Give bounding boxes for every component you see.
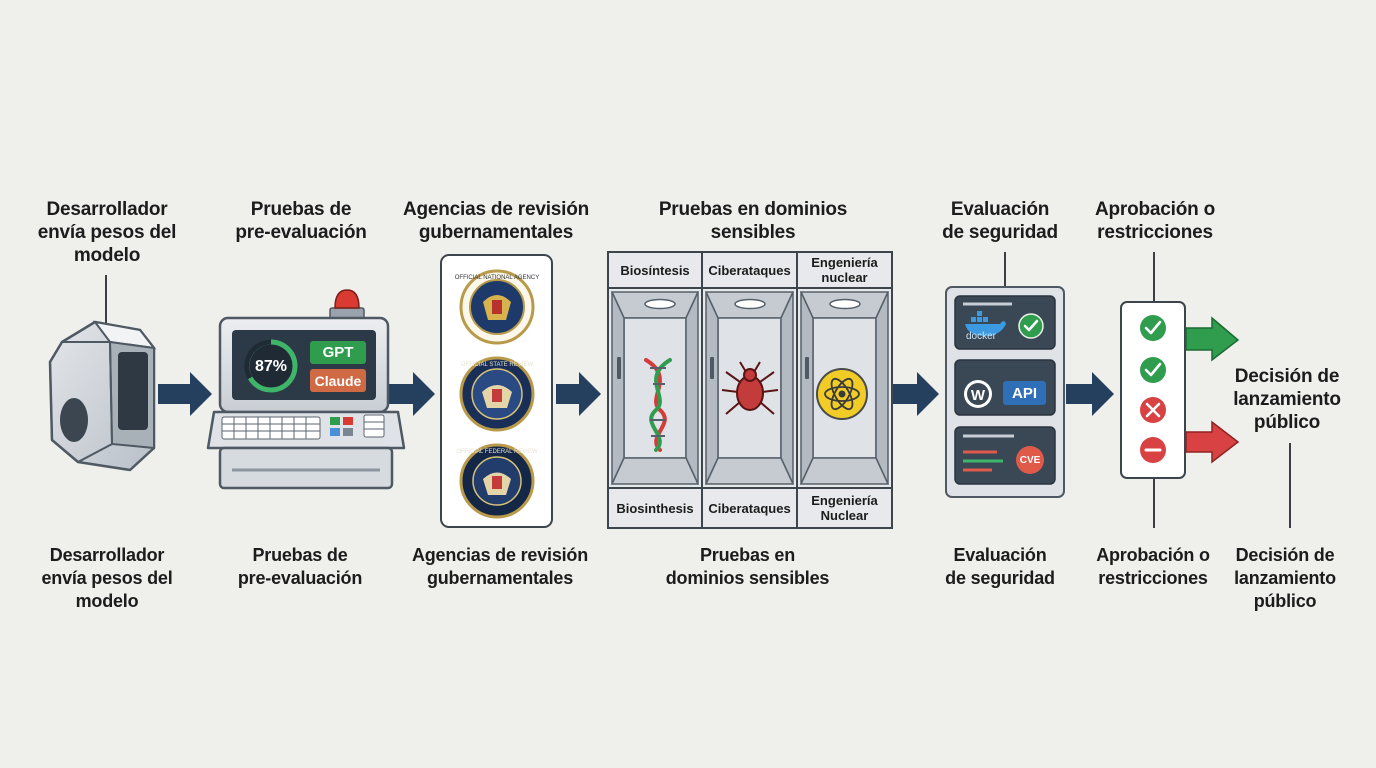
svg-text:W: W	[971, 387, 986, 404]
top-label-security: Evaluación de seguridad	[942, 199, 1058, 243]
bottom-label-pretests: Pruebas de pre-evaluación	[237, 545, 363, 588]
top-label-decision: Decisión de lanzamiento público	[1233, 366, 1341, 433]
bottom-label-agencies: Agencias de revisión gubernamentales	[411, 545, 589, 588]
domain-header-cyber: Ciberataques	[708, 262, 791, 278]
score-gauge-value: 87%	[254, 358, 288, 375]
agencies-panel: OFFICIAL NATIONAL AGENCY OFFICIAL STATE …	[440, 254, 553, 528]
arrow-1	[158, 372, 212, 416]
security-panel: W	[945, 286, 1065, 498]
chamber-cyber	[704, 291, 795, 485]
model-pill-gpt: GPT	[322, 344, 354, 361]
domain-footer-bio: Biosinthesis	[616, 500, 694, 516]
bug-icon	[721, 361, 779, 415]
seal-1-text: OFFICIAL NATIONAL AGENCY	[455, 275, 539, 281]
block-icon	[1140, 437, 1166, 463]
seal-3-text: OFFICIAL FEDERAL REVIEW	[456, 449, 538, 455]
seal-2-text: OFFICIAL STATE REVIEW	[461, 362, 534, 368]
agency-seal-icon: OFFICIAL NATIONAL AGENCY	[455, 269, 539, 345]
bottom-label-approval: Aprobación o restricciones	[1096, 545, 1210, 588]
bottom-label-decision: Decisión de lanzamiento público	[1234, 545, 1336, 611]
cve-badge: CVE	[1019, 454, 1041, 466]
wordpress-icon: W	[964, 380, 992, 408]
top-label-agencies: Agencias de revisión gubernamentales	[402, 199, 590, 243]
check-icon	[1140, 357, 1166, 383]
arrow-5	[1066, 372, 1114, 416]
domain-header-nuclear: Engeniería nuclear	[811, 255, 878, 285]
evaluation-terminal-icon	[206, 289, 406, 490]
api-badge: API	[1011, 384, 1037, 402]
docker-icon	[965, 311, 1006, 336]
bottom-label-developer: Desarrollador envía pesos del modelo	[41, 545, 173, 611]
approval-panel	[1120, 301, 1186, 479]
rejected-arrow	[1185, 420, 1240, 464]
domains-chambers	[607, 251, 893, 529]
flow-arrows	[158, 372, 1114, 416]
docker-label: docker	[965, 330, 996, 342]
atom-icon	[816, 368, 868, 420]
domain-header-bio: Biosíntesis	[620, 262, 690, 278]
server-device-icon	[48, 320, 157, 472]
bottom-label-domains: Pruebas en dominios sensibles	[665, 545, 830, 588]
cross-icon	[1140, 397, 1166, 423]
connector-lines	[105, 252, 1291, 528]
domain-footer-nuclear: Engeniería Nuclear	[811, 493, 878, 523]
approved-arrow	[1185, 316, 1240, 362]
domain-footer-cyber: Ciberataques	[708, 500, 791, 516]
arrow-3	[556, 372, 601, 416]
dna-icon	[644, 358, 672, 452]
top-label-domains: Pruebas en dominios sensibles	[658, 199, 848, 243]
arrow-2	[388, 372, 435, 416]
agency-seal-icon: OFFICIAL FEDERAL REVIEW	[456, 443, 538, 519]
bottom-label-security: Evaluación de seguridad	[945, 545, 1055, 588]
top-label-developer: Desarrollador envía pesos del modelo	[37, 199, 177, 266]
top-label-approval: Aprobación o restricciones	[1094, 199, 1216, 243]
chamber-bio	[610, 291, 700, 485]
top-label-pretests: Pruebas de pre-evaluación	[235, 199, 367, 243]
check-icon	[1140, 315, 1166, 341]
arrow-4	[892, 372, 939, 416]
model-pill-claude: Claude	[314, 372, 362, 389]
agency-seal-icon: OFFICIAL STATE REVIEW	[459, 356, 535, 432]
